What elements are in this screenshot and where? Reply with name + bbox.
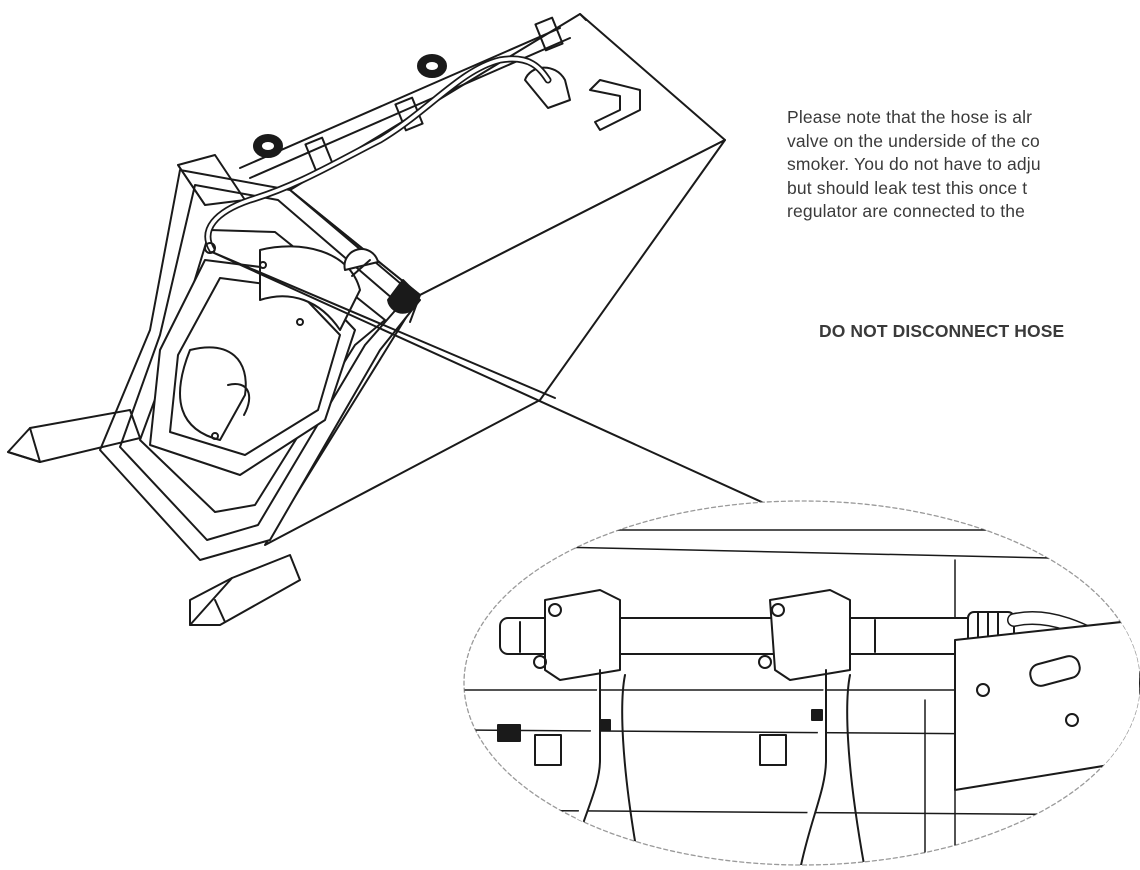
hose-note: Please note that the hose is alr valve o…	[787, 106, 1140, 224]
burner-box	[149, 245, 361, 476]
leg-rails	[7, 154, 301, 626]
note-line: valve on the underside of the co	[787, 130, 1040, 151]
warning-text: DO NOT DISCONNECT HOSE	[819, 321, 1065, 341]
gas-valves	[253, 54, 571, 158]
detail-view	[463, 500, 1140, 866]
note-line: but should leak test this once t	[787, 177, 1028, 198]
note-line: smoker. You do not have to adju	[787, 154, 1041, 174]
note-line: Please note that the hose is alr	[787, 107, 1033, 127]
vent-icon	[343, 248, 420, 314]
gas-hose	[204, 55, 552, 254]
note-line: regulator are connected to the	[787, 201, 1025, 221]
